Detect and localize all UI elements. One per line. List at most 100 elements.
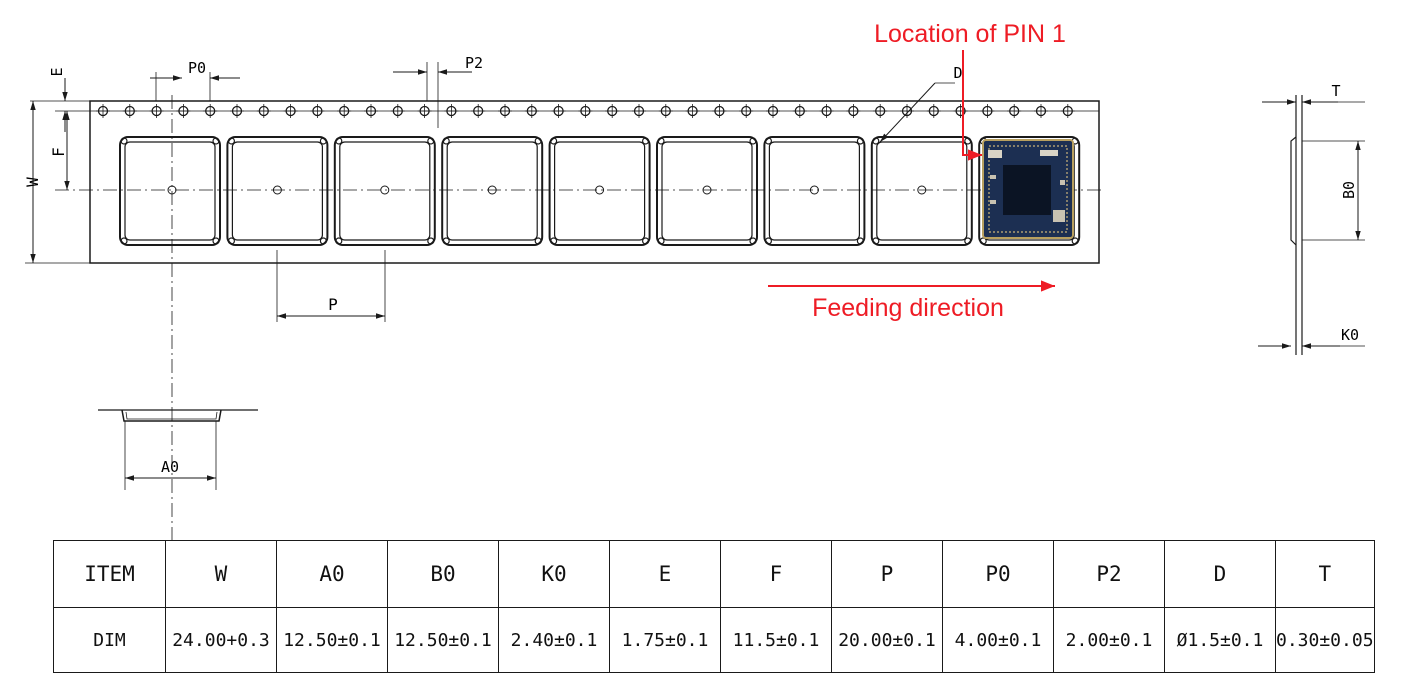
table-cell: 20.00±0.1: [831, 607, 943, 673]
sprocket-hole: [524, 104, 539, 118]
sprocket-hole: [900, 104, 914, 118]
sprocket-hole: [337, 104, 352, 118]
sprocket-hole: [364, 104, 378, 118]
table-cell: 0.30±0.05: [1275, 607, 1375, 673]
sprocket-hole: [980, 104, 995, 118]
table-cell: P: [831, 540, 943, 608]
sprocket-hole: [873, 104, 888, 118]
pocket: [333, 136, 436, 246]
sprocket-hole: [498, 104, 512, 118]
pocket: [656, 136, 758, 246]
table-cell: D: [1164, 540, 1276, 608]
sprocket-hole: [926, 104, 941, 118]
sprocket-hole: [471, 104, 486, 118]
table-cell: 12.50±0.1: [387, 607, 499, 673]
pocket: [763, 136, 866, 246]
sprocket-hole: [390, 104, 405, 118]
table-cell: 24.00+0.3: [165, 607, 277, 673]
table-cell: DIM: [53, 607, 166, 673]
pocket-row: [119, 136, 1081, 246]
table-cell: T: [1275, 540, 1375, 608]
table-cell: B0: [387, 540, 499, 608]
dim-f-label: F: [49, 147, 68, 157]
sprocket-hole: [149, 104, 164, 118]
sprocket-hole: [230, 104, 244, 118]
carrier-tape-outline: [89, 100, 1100, 264]
feed-direction: Feeding direction: [768, 280, 1055, 322]
side-view: B0 T K0: [1258, 82, 1365, 355]
sprocket-hole: [658, 104, 673, 118]
table-cell: 2.40±0.1: [498, 607, 610, 673]
table-cell: 1.75±0.1: [609, 607, 721, 673]
pocket: [226, 136, 329, 246]
sprocket-hole: [953, 104, 968, 118]
sprocket-hole: [819, 104, 834, 118]
sprocket-hole: [685, 104, 700, 118]
dim-d: D: [879, 64, 963, 143]
sprocket-hole: [122, 104, 137, 118]
sprocket-hole: [283, 104, 298, 118]
sprocket-hole: [766, 104, 780, 118]
sprocket-hole: [712, 104, 727, 118]
tape-reel-drawing: E W F P0 P2 D P Locati: [23, 20, 1365, 540]
sprocket-hole: [792, 104, 807, 118]
table-cell: P0: [942, 540, 1054, 608]
table-cell: K0: [498, 540, 610, 608]
dim-d-label: D: [953, 64, 962, 82]
sprocket-hole: [551, 104, 566, 118]
sprocket-hole: [632, 104, 646, 118]
sprocket-hole: [846, 104, 861, 118]
dim-p0-label: P0: [188, 59, 206, 77]
sprocket-hole: [605, 104, 620, 118]
pocket: [441, 136, 544, 246]
pin1-annotation: Location of PIN 1: [874, 20, 1066, 161]
sprocket-hole: [1034, 104, 1048, 118]
table-cell: A0: [276, 540, 388, 608]
sprocket-hole: [176, 104, 191, 118]
pocket: [870, 136, 973, 246]
dim-e-label: E: [48, 67, 66, 76]
dim-p0: P0: [150, 59, 240, 101]
table-cell: ITEM: [53, 540, 166, 608]
table-cell: W: [165, 540, 277, 608]
dim-k0-label: K0: [1341, 326, 1359, 344]
sprocket-hole: [310, 104, 325, 118]
dim-p-label: P: [328, 295, 338, 314]
pin1-label: Location of PIN 1: [874, 20, 1066, 48]
dim-w-label: W: [23, 177, 42, 187]
dim-f: F: [49, 111, 70, 190]
pocket: [119, 136, 221, 246]
dim-b0-label: B0: [1340, 181, 1358, 199]
dim-p2-label: P2: [465, 54, 483, 72]
dim-p: P: [276, 250, 386, 322]
table-cell: 4.00±0.1: [942, 607, 1054, 673]
pocket: [548, 136, 651, 246]
dim-w: W: [23, 101, 90, 264]
table-cell: 11.5±0.1: [720, 607, 832, 673]
table-cell: Ø1.5±0.1: [1164, 607, 1276, 673]
sprocket-hole: [578, 104, 593, 118]
dim-t-label: T: [1331, 82, 1340, 100]
sprocket-hole: [96, 104, 110, 118]
table-cell: P2: [1053, 540, 1165, 608]
dim-p2: P2: [393, 54, 483, 128]
feed-label: Feeding direction: [812, 294, 1004, 322]
dim-a0-label: A0: [161, 458, 179, 476]
table-cell: F: [720, 540, 832, 608]
dim-e: E: [30, 67, 90, 132]
table-dim-row: DIM 24.00+0.3 12.50±0.1 12.50±0.1 2.40±0…: [53, 607, 1375, 673]
sprocket-hole: [1060, 104, 1075, 118]
sprocket-hole: [1007, 104, 1022, 118]
sprocket-hole: [203, 104, 218, 118]
a0-section-view: A0: [98, 409, 258, 490]
dimension-table: ITEM W A0 B0 K0 E F P P0 P2 D T DIM 24.0…: [53, 540, 1375, 673]
rf-module: [982, 139, 1074, 239]
table-header-row: ITEM W A0 B0 K0 E F P P0 P2 D T: [53, 540, 1375, 608]
table-cell: 2.00±0.1: [1053, 607, 1165, 673]
sprocket-hole: [739, 104, 754, 118]
table-cell: E: [609, 540, 721, 608]
sprocket-hole: [417, 104, 432, 118]
sprocket-hole: [256, 104, 271, 118]
sprocket-hole: [444, 104, 459, 118]
table-cell: 12.50±0.1: [276, 607, 388, 673]
